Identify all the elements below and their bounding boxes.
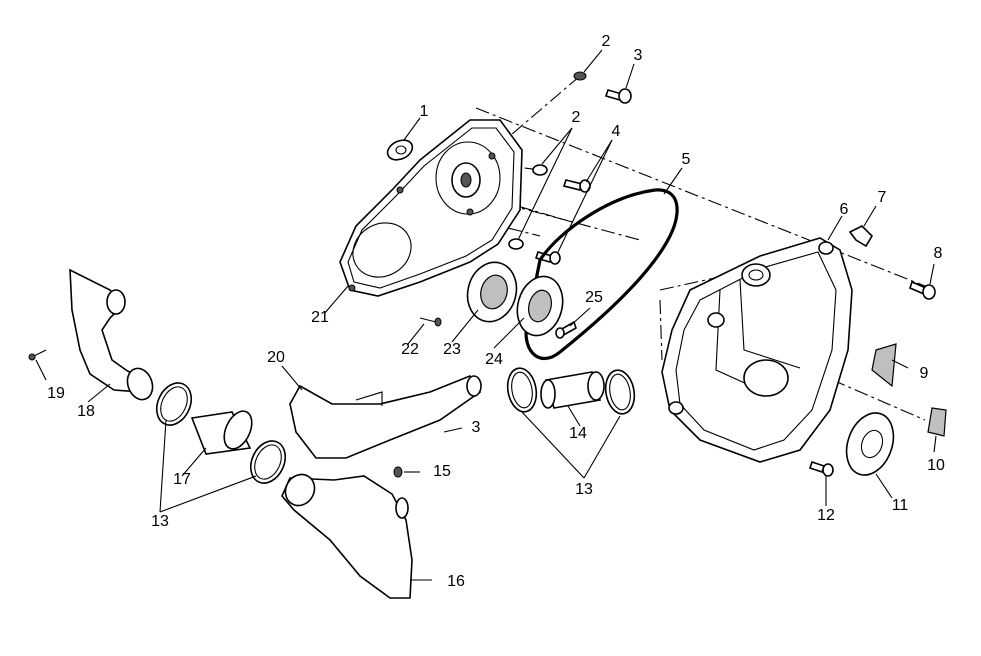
callout-labels: 1 2 2 3 3 4 5 6 7 8 9 10 11 12 13 13 14 …	[47, 33, 945, 590]
callout-1: 1	[420, 103, 429, 120]
screw-part-25	[555, 320, 577, 339]
callout-13-center: 13	[575, 481, 593, 498]
coupler-part-14	[540, 371, 605, 409]
callout-8: 8	[934, 245, 943, 262]
clip-part-7	[848, 225, 874, 248]
decal-part-10	[927, 407, 947, 437]
callout-13-left: 13	[151, 513, 169, 530]
callout-2-mid: 2	[572, 109, 581, 126]
callout-6: 6	[840, 201, 849, 218]
gasket-part-11	[845, 412, 895, 476]
callout-24: 24	[485, 351, 503, 368]
duct-part-18	[69, 268, 154, 401]
clamps-part-13	[155, 367, 636, 484]
leader-lines	[35, 49, 937, 581]
callout-12: 12	[817, 507, 835, 524]
duct-part-16	[281, 473, 413, 599]
decal-part-9	[871, 343, 897, 388]
bearing-plate-part-24	[516, 275, 564, 337]
callout-21: 21	[311, 309, 329, 326]
callout-25: 25	[585, 289, 603, 306]
callout-3-top: 3	[634, 47, 643, 64]
callout-4: 4	[612, 123, 621, 140]
screw-part-19	[28, 349, 47, 361]
screw-part-15	[393, 466, 403, 478]
callout-5: 5	[682, 151, 691, 168]
callout-3-duct: 3	[472, 419, 481, 436]
callout-2-top: 2	[602, 33, 611, 50]
seal-part-23	[466, 261, 518, 323]
screw-part-3	[604, 88, 632, 104]
callout-7: 7	[878, 189, 887, 206]
inner-cover-part-21	[339, 119, 523, 297]
screw-part-22	[419, 317, 442, 327]
callout-9: 9	[920, 365, 929, 382]
callout-14: 14	[569, 425, 587, 442]
bolts-part-4	[534, 179, 591, 265]
washers-part-2	[508, 71, 587, 250]
duct-part-20	[289, 375, 482, 459]
callout-19: 19	[47, 385, 65, 402]
callout-22: 22	[401, 341, 419, 358]
screw-part-12	[808, 460, 834, 477]
callout-23: 23	[443, 341, 461, 358]
bolt-part-8	[909, 280, 936, 300]
callout-15: 15	[433, 463, 451, 480]
callout-18: 18	[77, 403, 95, 420]
callout-20: 20	[267, 349, 285, 366]
outer-cover-part-6	[661, 237, 853, 463]
hose-part-17	[190, 410, 253, 455]
callout-16: 16	[447, 573, 465, 590]
callout-11: 11	[892, 497, 909, 514]
washer-part-1	[386, 139, 414, 161]
drive-belt-part-5	[524, 188, 679, 360]
callout-10: 10	[927, 457, 945, 474]
callout-17: 17	[173, 471, 191, 488]
